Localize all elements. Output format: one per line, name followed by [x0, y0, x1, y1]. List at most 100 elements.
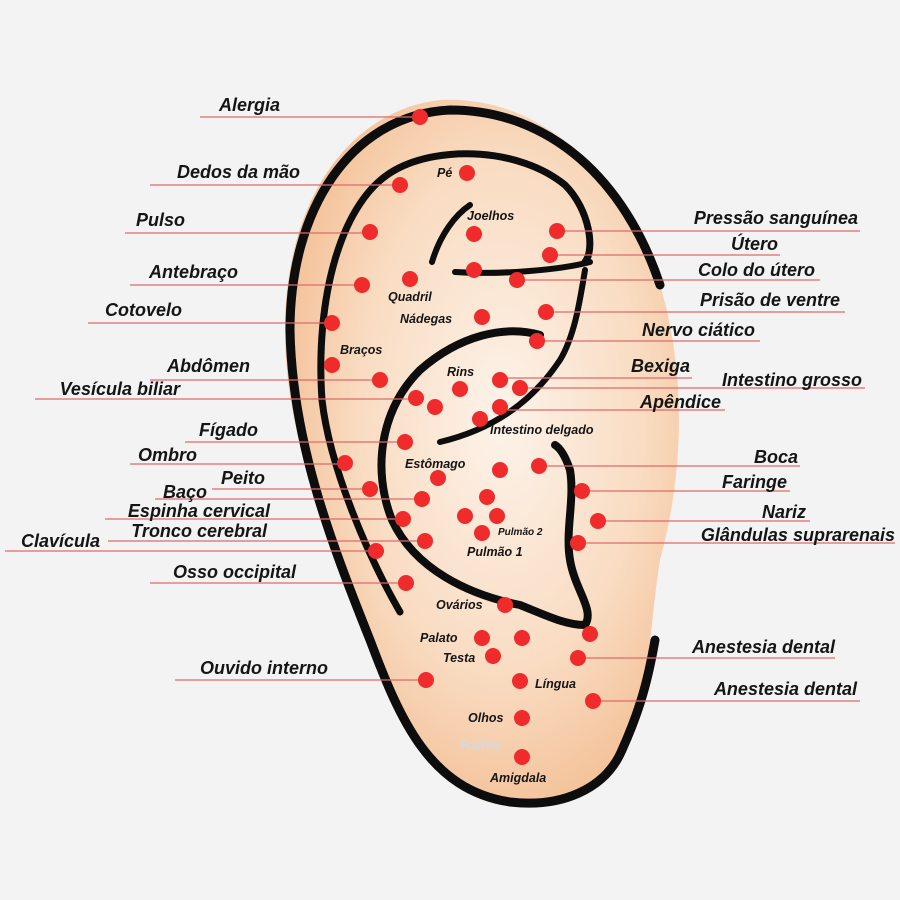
point — [466, 226, 482, 242]
concha-outline — [377, 327, 592, 630]
point — [408, 390, 424, 406]
point — [514, 749, 530, 765]
point — [512, 673, 528, 689]
label-figado: Fígado — [199, 420, 258, 440]
connector-lines — [5, 116, 895, 702]
label-palato: Palato — [420, 631, 458, 645]
label-faringe: Faringe — [722, 472, 787, 492]
label-cotovelo: Cotovelo — [105, 300, 182, 320]
label-abdomen: Abdômen — [166, 356, 250, 376]
outer-helix-outline — [285, 105, 665, 808]
point — [459, 165, 475, 181]
label-utero: Útero — [731, 233, 778, 254]
label-intestino-delgado: Intestino delgado — [490, 423, 594, 437]
point — [474, 525, 490, 541]
label-antebraco: Antebraço — [148, 262, 238, 282]
label-baco: Baço — [163, 482, 207, 502]
point — [395, 511, 411, 527]
point — [418, 672, 434, 688]
point — [472, 411, 488, 427]
label-pressao-sanguinea: Pressão sanguínea — [694, 208, 858, 228]
point — [402, 271, 418, 287]
point — [549, 223, 565, 239]
point — [417, 533, 433, 549]
point — [474, 309, 490, 325]
label-tronco-cerebral: Tronco cerebral — [131, 521, 268, 541]
point — [590, 513, 606, 529]
label-pulmao-1: Pulmão 1 — [467, 545, 523, 559]
point — [492, 462, 508, 478]
label-osso-occipital: Osso occipital — [173, 562, 297, 582]
point — [324, 357, 340, 373]
label-apendice: Apêndice — [639, 392, 721, 412]
point — [538, 304, 554, 320]
point — [452, 381, 468, 397]
label-alergia: Alergia — [218, 95, 280, 115]
label-amigdala: Amigdala — [489, 771, 546, 785]
point — [354, 277, 370, 293]
point — [466, 262, 482, 278]
point — [570, 535, 586, 551]
inner-helix-curve — [317, 150, 594, 616]
point — [542, 247, 558, 263]
point — [512, 380, 528, 396]
label-pe: Pé — [437, 166, 452, 180]
label-lingua: Língua — [535, 677, 576, 691]
point — [497, 597, 513, 613]
point — [427, 399, 443, 415]
point — [514, 710, 530, 726]
label-nariz: Nariz — [762, 502, 806, 522]
point — [514, 630, 530, 646]
label-bexiga: Bexiga — [631, 356, 690, 376]
point — [397, 434, 413, 450]
point — [531, 458, 547, 474]
antihelix-lower-crus — [429, 202, 473, 265]
label-ombro: Ombro — [138, 445, 197, 465]
point — [474, 630, 490, 646]
label-nervo-ciatico: Nervo ciático — [642, 320, 755, 340]
point — [412, 109, 428, 125]
label-peito: Peito — [221, 468, 265, 488]
point — [582, 626, 598, 642]
label-olhos: Olhos — [468, 711, 503, 725]
label-anestesia-dental-2: Anestesia dental — [713, 679, 858, 699]
point — [392, 177, 408, 193]
label-ouvido-interno: Ouvido interno — [200, 658, 328, 678]
label-testa: Testa — [443, 651, 475, 665]
point — [368, 543, 384, 559]
label-rins: Rins — [447, 365, 474, 379]
point — [492, 372, 508, 388]
point — [324, 315, 340, 331]
label-pulso: Pulso — [136, 210, 185, 230]
point — [414, 491, 430, 507]
antihelix-ridge — [437, 267, 588, 445]
label-anestesia-dental-1: Anestesia dental — [691, 637, 836, 657]
point — [372, 372, 388, 388]
label-intestino-grosso: Intestino grosso — [722, 370, 862, 390]
point — [489, 508, 505, 524]
label-ovarios: Ovários — [436, 598, 483, 612]
point — [457, 508, 473, 524]
point — [570, 650, 586, 666]
point — [479, 489, 495, 505]
ear-skin — [285, 99, 679, 807]
label-dedos-da-mao: Dedos da mão — [177, 162, 300, 182]
label-estomago: Estômago — [405, 457, 466, 471]
label-glandulas-suprarenais: Glândulas suprarenais — [701, 525, 895, 545]
point — [492, 399, 508, 415]
point — [430, 470, 446, 486]
point — [509, 272, 525, 288]
label-prisao-de-ventre: Prisão de ventre — [700, 290, 840, 310]
label-boca: Boca — [754, 447, 798, 467]
point — [337, 455, 353, 471]
label-bracos: Braços — [340, 343, 382, 357]
acupoints — [324, 109, 606, 765]
label-vesicula-biliar: Vesícula biliar — [60, 379, 181, 399]
label-pulmao-2: Pulmão 2 — [498, 527, 543, 538]
label-espinha-cervical: Espinha cervical — [128, 501, 271, 521]
watermark: Ratio — [460, 737, 500, 754]
label-quadril: Quadril — [388, 290, 432, 304]
label-joelhos: Joelhos — [467, 209, 514, 223]
point — [362, 224, 378, 240]
